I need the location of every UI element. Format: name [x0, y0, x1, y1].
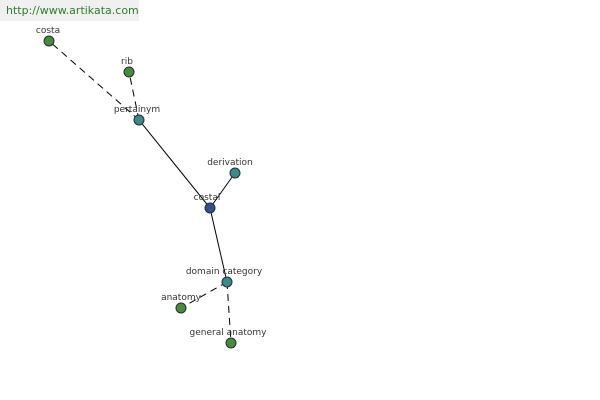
edge-costal-derivation — [209, 172, 236, 209]
node-circle-general-anatomy[interactable] — [225, 337, 237, 349]
node-general-anatomy[interactable]: general anatomy — [190, 328, 268, 349]
node-derivation[interactable]: derivation — [207, 158, 253, 179]
node-costa[interactable]: costa — [36, 26, 60, 47]
edge-domain-category-general-anatomy — [226, 281, 232, 344]
node-circle-costa[interactable] — [43, 35, 55, 47]
node-label-domain-category: domain category — [186, 267, 263, 277]
node-anatomy[interactable]: anatomy — [161, 293, 202, 314]
node-circle-derivation[interactable] — [229, 167, 241, 179]
node-label-costa: costa — [36, 26, 60, 36]
edge-costal-domain-category — [209, 207, 228, 283]
node-domain-category[interactable]: domain category — [186, 267, 263, 288]
edges-layer — [48, 40, 236, 344]
node-label-pertainym: pertainym — [114, 105, 160, 115]
node-label-rib: rib — [121, 57, 133, 67]
nodes-layer: costal pertainym derivation domain category… — [36, 26, 268, 349]
node-costal[interactable]: costal — [194, 193, 221, 214]
node-label-costal: costal — [194, 193, 221, 203]
edge-pertainym-costa — [48, 40, 140, 121]
node-rib[interactable]: rib — [121, 57, 135, 78]
node-circle-pertainym[interactable] — [133, 114, 145, 126]
node-circle-anatomy[interactable] — [175, 302, 187, 314]
edge-pertainym-rib — [128, 71, 140, 121]
node-label-general-anatomy: general anatomy — [190, 328, 268, 338]
artikata-url-link[interactable]: http://www.artikata.com — [0, 0, 139, 21]
node-circle-rib[interactable] — [123, 66, 135, 78]
edge-domain-category-anatomy — [180, 281, 228, 309]
node-pertainym[interactable]: pertainym — [114, 105, 160, 126]
edge-costal-pertainym — [138, 119, 211, 209]
node-label-anatomy: anatomy — [161, 293, 202, 303]
node-label-derivation: derivation — [207, 158, 253, 168]
node-circle-domain-category[interactable] — [221, 276, 233, 288]
node-circle-costal[interactable] — [204, 202, 216, 214]
